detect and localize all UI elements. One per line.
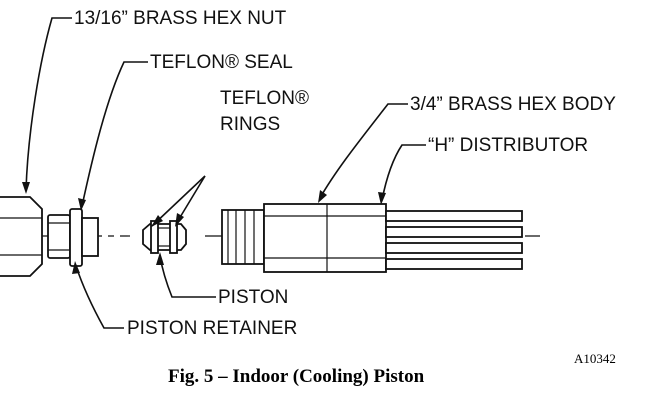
label-teflon-seal: TEFLON® SEAL (150, 52, 293, 73)
label-teflon-rings-line2: RINGS (220, 114, 280, 135)
label-hex-nut: 13/16” BRASS HEX NUT (74, 8, 287, 29)
reference-code: A10342 (574, 351, 616, 366)
part-labels: 13/16” BRASS HEX NUT TEFLON® SEAL TEFLON… (74, 8, 616, 339)
label-teflon-rings-line1: TEFLON® (220, 88, 309, 109)
label-hex-body: 3/4” BRASS HEX BODY (410, 94, 616, 115)
piston-retainer-part (47, 208, 99, 267)
leader-lines (22, 17, 426, 329)
h-distributor-part (385, 210, 523, 270)
hex-body-part (221, 203, 387, 273)
label-h-distributor: “H” DISTRIBUTOR (428, 135, 588, 156)
hex-nut-part (0, 196, 43, 277)
piston-part (142, 220, 187, 254)
label-piston: PISTON (218, 287, 288, 308)
figure-caption: Fig. 5 – Indoor (Cooling) Piston (168, 366, 425, 387)
label-piston-retainer: PISTON RETAINER (127, 318, 297, 339)
